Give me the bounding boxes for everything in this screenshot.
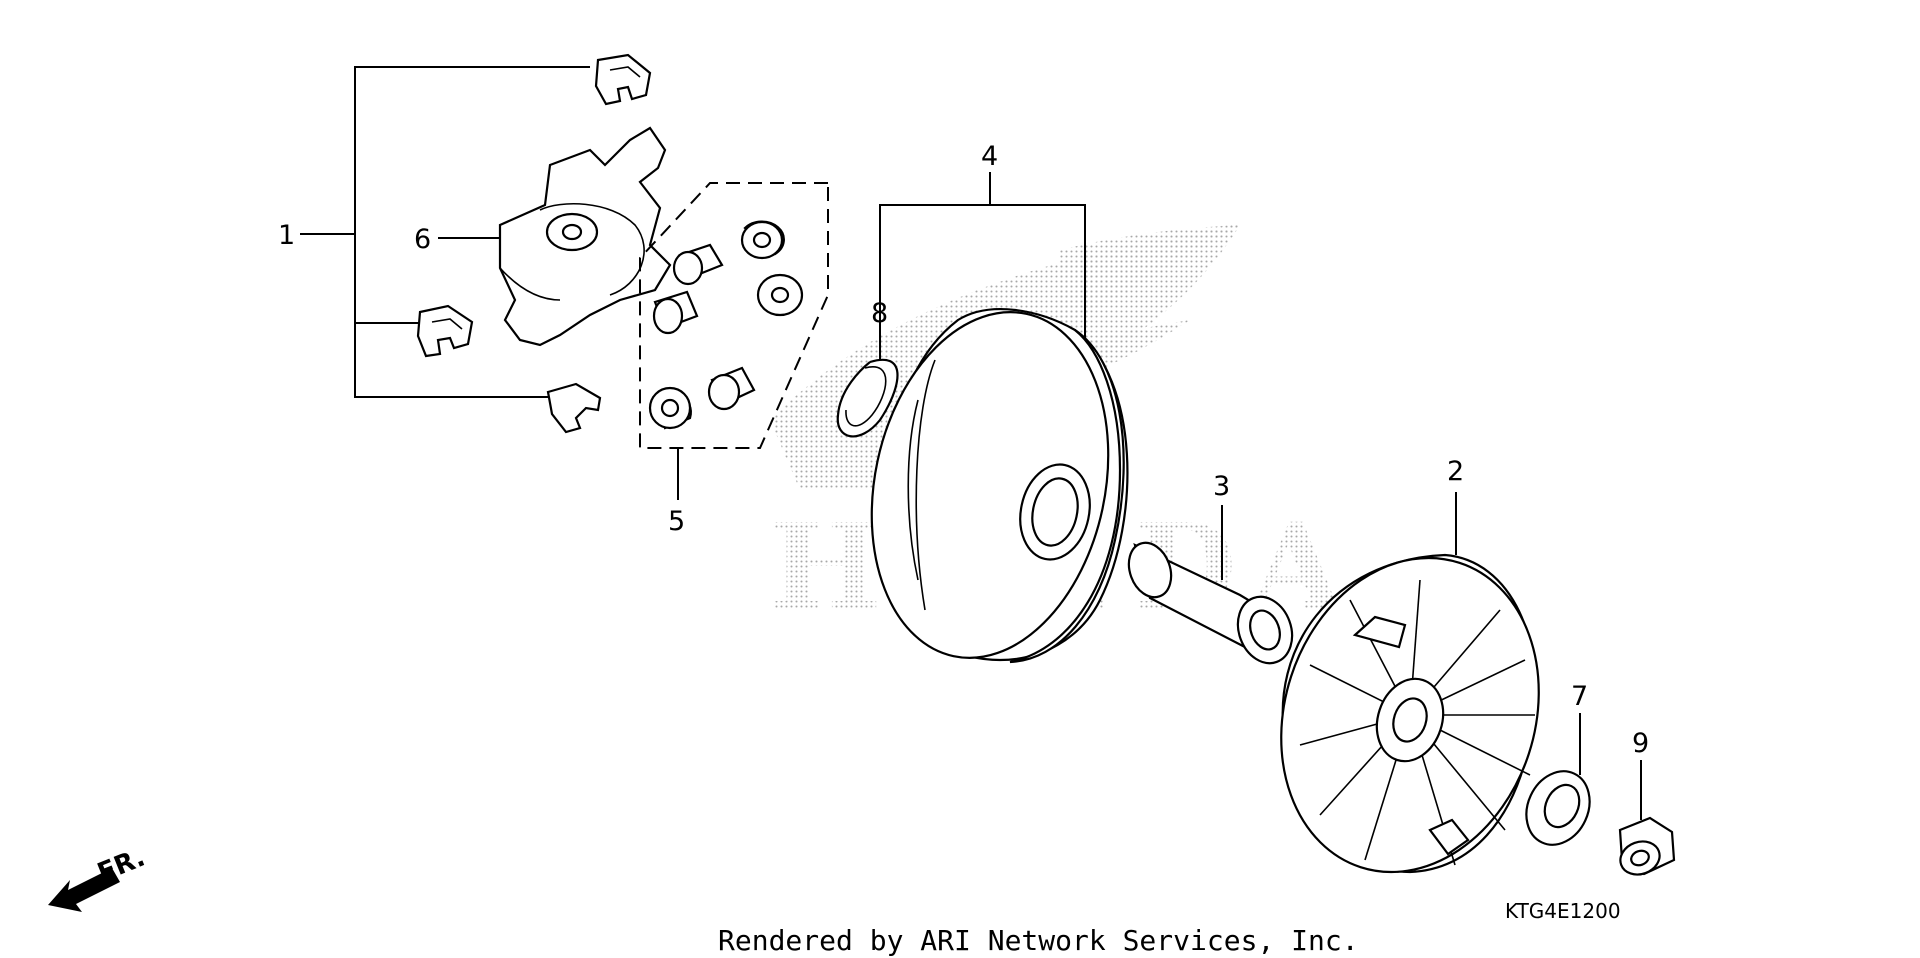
callout-8[interactable]: 8	[871, 298, 888, 329]
callout-2[interactable]: 2	[1447, 456, 1464, 487]
drive-face-boss	[1127, 541, 1294, 665]
weight-roller	[740, 220, 785, 260]
callout-9[interactable]: 9	[1632, 728, 1649, 759]
render-credit: Rendered by ARI Network Services, Inc.	[718, 924, 1359, 957]
callout-6[interactable]: 6	[414, 224, 431, 255]
movable-drive-face	[870, 308, 1129, 664]
arrow-left-icon	[48, 868, 120, 912]
leader-5	[639, 182, 829, 500]
callout-4[interactable]: 4	[981, 141, 998, 172]
weight-roller	[707, 366, 756, 411]
nut	[1618, 816, 1676, 876]
callout-5[interactable]: 5	[668, 506, 685, 537]
callout-3[interactable]: 3	[1213, 471, 1230, 502]
washer	[1525, 770, 1591, 846]
weight-roller	[756, 273, 804, 317]
leader-4	[879, 172, 1086, 340]
slide-piece-bottom	[546, 382, 602, 434]
callout-7[interactable]: 7	[1571, 681, 1588, 712]
front-direction-indicator: FR.	[48, 843, 149, 912]
weight-roller	[652, 290, 699, 335]
leader-1	[300, 66, 590, 398]
circlip	[836, 330, 899, 438]
callout-1[interactable]: 1	[278, 220, 295, 251]
weight-roller	[648, 386, 692, 430]
drive-face-fan	[1280, 553, 1540, 874]
weight-rollers	[648, 220, 804, 430]
slide-piece-top	[594, 53, 652, 106]
front-label: FR.	[93, 843, 149, 889]
ramp-plate	[498, 126, 672, 347]
diagram-code: KTG4E1200	[1505, 899, 1621, 923]
slide-piece-middle	[416, 304, 474, 358]
weight-roller	[672, 243, 724, 286]
